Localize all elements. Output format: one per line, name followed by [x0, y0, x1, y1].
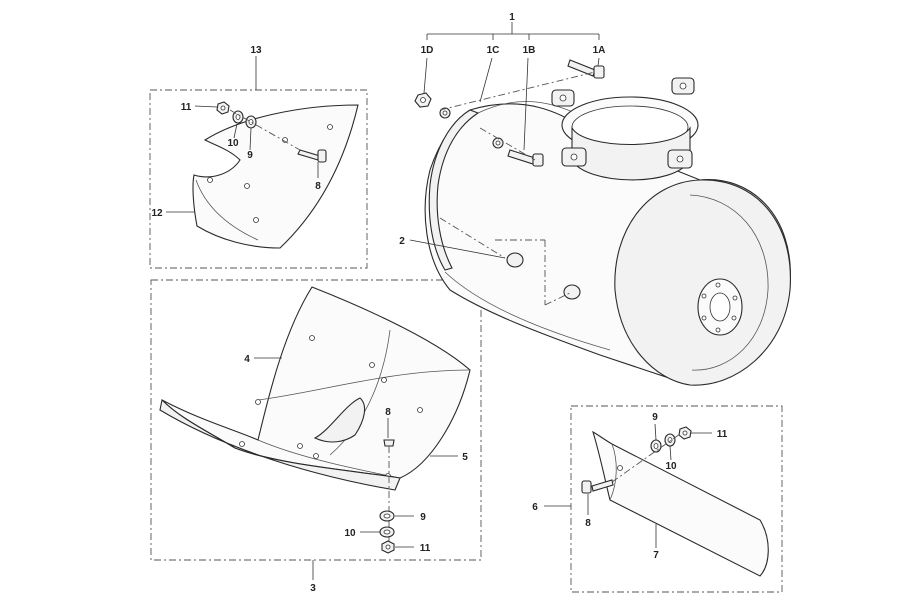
leader-10a [233, 123, 238, 139]
leader-9c [654, 423, 657, 441]
axis-line [544, 291, 573, 306]
callout-13: 13 [250, 45, 262, 56]
callout-3: 3 [310, 583, 316, 594]
axis-line [439, 71, 596, 111]
callout-9c: 9 [652, 412, 658, 423]
leader-1 [426, 22, 600, 40]
callout-7: 7 [653, 550, 659, 561]
bolt-1a [567, 59, 605, 79]
callout-4: 4 [244, 354, 250, 365]
leader-11a [194, 105, 218, 108]
callout-10c: 10 [665, 461, 677, 472]
bolt-1b [507, 149, 544, 167]
cradle-plate-4 [159, 286, 471, 491]
group-frame-13 [149, 89, 368, 269]
leader-9a [249, 127, 252, 151]
flat-plate-7 [592, 430, 769, 577]
callout-1: 1 [509, 12, 515, 23]
washer-1c [439, 107, 504, 149]
callout-10a: 10 [227, 138, 239, 149]
callout-1b: 1B [523, 45, 536, 56]
callout-5: 5 [462, 452, 468, 463]
callout-11b: 11 [420, 543, 431, 554]
shield-plate-12 [192, 104, 359, 249]
callout-9a: 9 [247, 150, 253, 161]
callout-8a: 8 [315, 181, 321, 192]
group-frame-3 [150, 279, 482, 561]
callout-6: 6 [532, 502, 538, 513]
callout-1d: 1D [421, 45, 434, 56]
hardware-13 [216, 101, 327, 163]
callout-11c: 11 [717, 429, 728, 440]
leader-10c [669, 445, 672, 461]
leader-2 [409, 239, 506, 259]
axis-line [479, 127, 536, 161]
callout-10b: 10 [344, 528, 356, 539]
callout-8b: 8 [385, 407, 391, 418]
hardware-3 [379, 439, 395, 554]
callout-1a: 1A [593, 45, 606, 56]
callout-12: 12 [151, 208, 163, 219]
callout-8c: 8 [585, 518, 591, 529]
hardware-6 [581, 426, 692, 494]
drum-housing [424, 77, 791, 386]
nut-1d [414, 92, 432, 108]
group-frame-6 [570, 405, 783, 593]
callout-11a: 11 [181, 102, 192, 113]
callout-9b: 9 [420, 512, 426, 523]
callout-1c: 1C [487, 45, 500, 56]
callout-2: 2 [399, 236, 405, 247]
